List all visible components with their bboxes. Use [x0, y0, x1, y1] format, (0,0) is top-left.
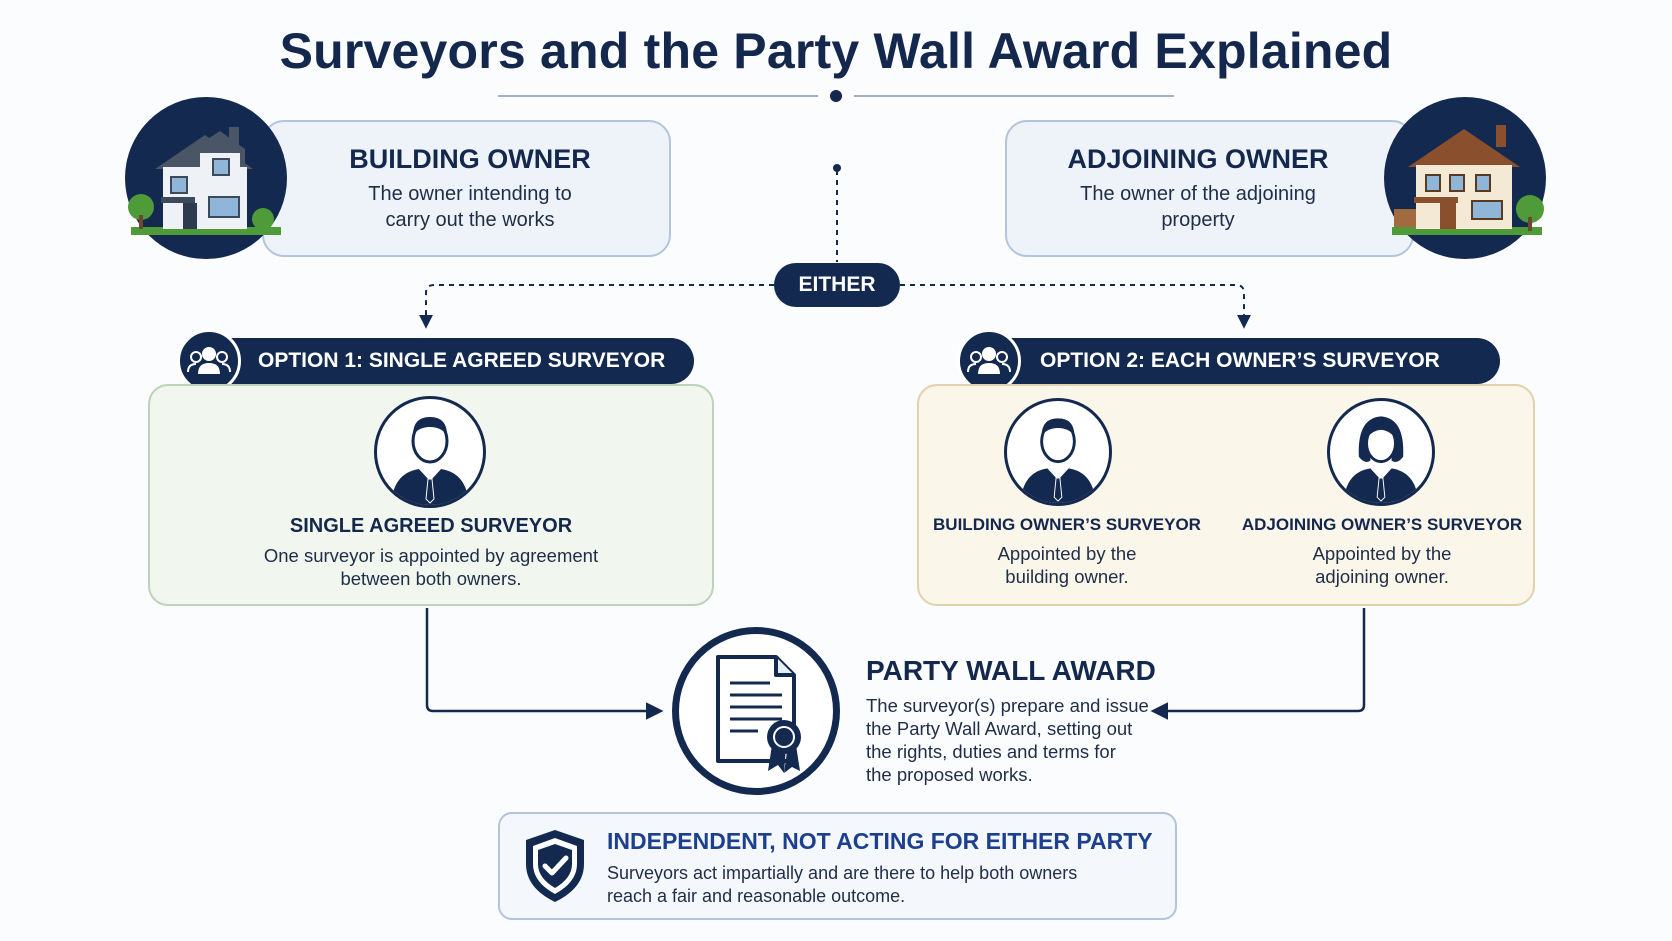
- shield-check-icon: [526, 830, 584, 902]
- adjoining-owner-title: ADJOINING OWNER: [1067, 144, 1329, 174]
- title-divider-dot: [830, 90, 842, 102]
- building-owner-surveyor-desc-1: Appointed by the: [997, 543, 1137, 564]
- single-surveyor-desc-2: between both owners.: [340, 568, 522, 589]
- adjoining-owner-surveyor-desc-1: Appointed by the: [1312, 543, 1452, 564]
- building-owner-card: [262, 120, 671, 257]
- independent-box: [498, 812, 1177, 920]
- option2-header: OPTION 2: EACH OWNER’S SURVEYOR: [990, 338, 1500, 384]
- document-seal-icon: [716, 655, 801, 773]
- independent-description: Surveyors act impartially and are there …: [607, 862, 1167, 908]
- building-owner-surveyor-desc-2: building owner.: [1005, 566, 1129, 587]
- independent-desc-1: Surveyors act impartially and are there …: [607, 863, 1078, 883]
- title-divider-left: [498, 95, 818, 97]
- award-desc-4: the proposed works.: [866, 764, 1033, 785]
- option1-header-label: OPTION 1: SINGLE AGREED SURVEYOR: [258, 349, 666, 372]
- single-surveyor-title: SINGLE AGREED SURVEYOR: [289, 515, 573, 537]
- man-surveyor-icon: [374, 396, 486, 508]
- title-divider-right: [854, 95, 1174, 97]
- woman-surveyor-icon: [1327, 398, 1435, 506]
- single-surveyor-desc-1: One surveyor is appointed by agreement: [263, 545, 599, 566]
- adjoining-owner-surveyor-desc-2: adjoining owner.: [1315, 566, 1449, 587]
- adjoining-owner-card: [1005, 120, 1414, 257]
- adjoining-owner-surveyor-title: ADJOINING OWNER’S SURVEYOR: [1241, 515, 1523, 534]
- option1-header: OPTION 1: SINGLE AGREED SURVEYOR: [210, 338, 694, 384]
- independent-title: INDEPENDENT, NOT ACTING FOR EITHER PARTY: [607, 828, 1153, 854]
- award-desc-3: the rights, duties and terms for: [866, 741, 1116, 762]
- man-surveyor-icon: [1004, 398, 1112, 506]
- either-label: EITHER: [774, 263, 900, 307]
- building-owner-desc-1: The owner intending to: [368, 183, 572, 205]
- adjoining-owner-desc-1: The owner of the adjoining: [1080, 183, 1316, 205]
- independent-desc-2: reach a fair and reasonable outcome.: [607, 886, 906, 906]
- adjoining-owner-desc-2: property: [1161, 209, 1235, 231]
- building-owner-title: BUILDING OWNER: [349, 144, 591, 174]
- house-icon: [128, 127, 281, 235]
- house-icon: [1392, 125, 1544, 235]
- award-title: PARTY WALL AWARD: [866, 655, 1156, 686]
- award-desc-1: The surveyor(s) prepare and issue: [866, 695, 1149, 716]
- award-description: The surveyor(s) prepare and issue the Pa…: [866, 694, 1166, 786]
- building-owner-desc-2: carry out the works: [385, 209, 555, 231]
- building-owner-surveyor-title: BUILDING OWNER’S SURVEYOR: [933, 515, 1201, 534]
- option2-header-label: OPTION 2: EACH OWNER’S SURVEYOR: [1040, 349, 1440, 372]
- page-title: Surveyors and the Party Wall Award Expla…: [279, 23, 1393, 79]
- award-desc-2: the Party Wall Award, setting out: [866, 718, 1133, 739]
